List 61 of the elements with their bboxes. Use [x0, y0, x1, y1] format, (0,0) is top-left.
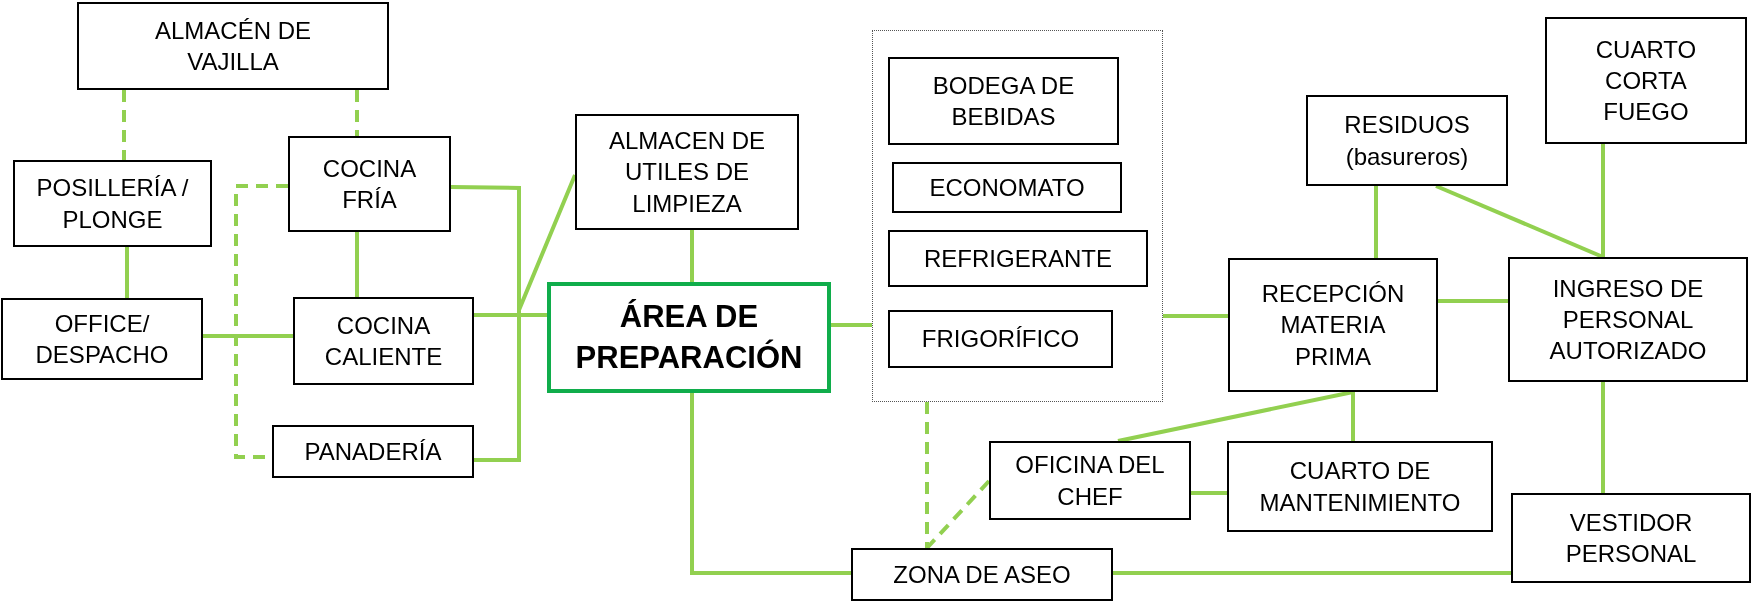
room-label: REFRIGERANTE: [924, 243, 1112, 274]
connector-line: [203, 334, 293, 338]
dashed-connector: [355, 90, 359, 136]
room-box: [288, 136, 451, 232]
room-label: INGRESO DE PERSONAL AUTORIZADO: [1548, 273, 1708, 367]
room-box: [1508, 257, 1748, 382]
room-label: ÁREA DE PREPARACIÓN: [574, 298, 804, 377]
room-box: [575, 114, 799, 230]
room-label: FRIGORÍFICO: [921, 324, 1080, 355]
room-label: COCINA CALIENTE: [323, 310, 444, 372]
connector-line: [1601, 144, 1605, 257]
connector-line: [1351, 392, 1355, 441]
room-label: CUARTO CORTA FUEGO: [1594, 34, 1698, 128]
connector-line: [1117, 390, 1354, 443]
room-box: [989, 441, 1191, 520]
room-box: [1511, 493, 1751, 583]
room-box: [1, 298, 203, 380]
room-box: [892, 162, 1122, 213]
room-box: [13, 160, 212, 247]
room-box: [1228, 258, 1438, 392]
room-label: RECEPCIÓN MATERIA PRIMA: [1260, 279, 1406, 372]
room-label: PANADERÍA: [304, 436, 442, 467]
room-box: [888, 230, 1148, 287]
room-label: CUARTO DE MANTENIMIENTO: [1258, 456, 1462, 518]
room-box: [888, 310, 1113, 368]
dashed-connector: [122, 90, 126, 160]
room-label: POSILLERÍA / PLONGE: [35, 173, 190, 235]
room-label: ZONA DE ASEO: [893, 559, 1071, 590]
room-label: ALMACÉN DE VAJILLA: [153, 15, 312, 77]
room-label: VESTIDOR PERSONAL: [1564, 507, 1698, 569]
room-box: [293, 297, 474, 385]
room-box: [1545, 17, 1747, 144]
connector-line: [1374, 186, 1378, 258]
connector-line: [355, 232, 359, 297]
room-label: BODEGA DE BEBIDAS: [931, 70, 1076, 132]
room-box: [77, 2, 389, 90]
connector-line: [125, 247, 129, 298]
room-label: ALMACEN DE UTILES DE LIMPIEZA: [607, 126, 766, 219]
connector-line: [1113, 571, 1511, 575]
connector-line: [1163, 314, 1228, 318]
room-box: [272, 425, 474, 478]
room-label: OFICINA DEL CHEF: [1015, 450, 1165, 512]
room-box: [888, 57, 1119, 145]
connector-line: [690, 230, 694, 282]
storage-group-box: [872, 30, 1163, 402]
connector-line: [1435, 184, 1604, 259]
room-box: [1306, 95, 1508, 186]
room-box: [1227, 441, 1493, 532]
room-label: COCINA FRÍA: [321, 153, 418, 215]
room-label: ECONOMATO: [929, 172, 1085, 203]
room-label: OFFICE/ DESPACHO: [34, 308, 170, 370]
connector-line: [1438, 299, 1508, 303]
room-box: [851, 548, 1113, 601]
connector-line: [1601, 382, 1605, 493]
room-label: RESIDUOS (basureros): [1343, 110, 1471, 172]
dashed-connector: [234, 184, 288, 459]
connector-line: [1191, 491, 1227, 495]
main-area-box: [547, 282, 831, 393]
connector-line: [690, 393, 851, 575]
connector-line: [831, 323, 872, 327]
dashed-connector: [925, 402, 929, 548]
